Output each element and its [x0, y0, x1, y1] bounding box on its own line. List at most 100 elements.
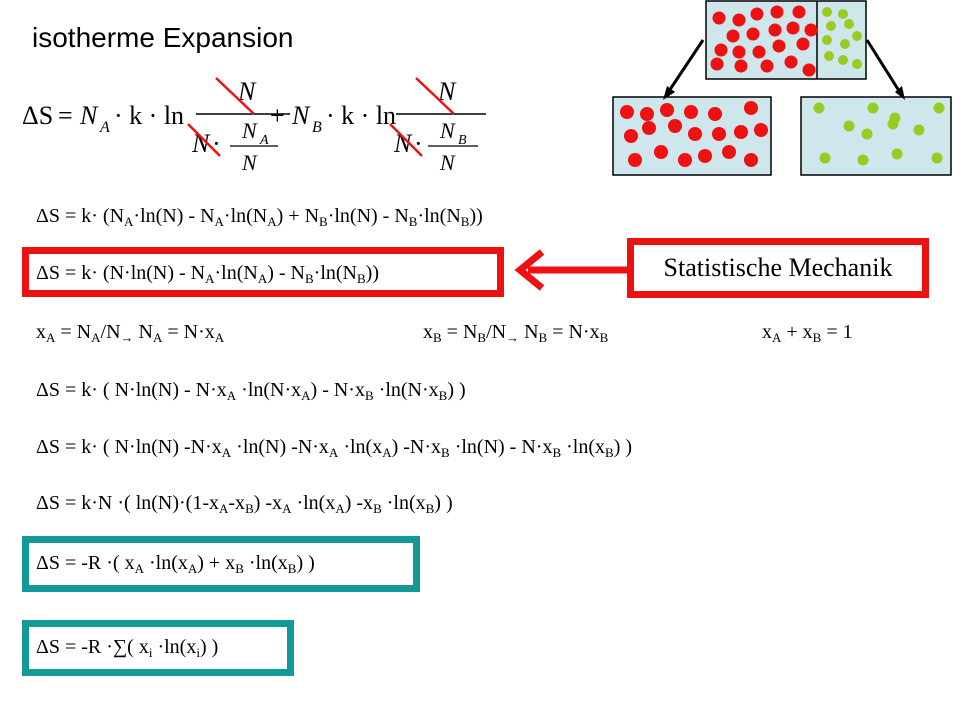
particle — [722, 145, 736, 159]
subscript: A — [282, 501, 292, 516]
particle — [891, 148, 903, 160]
eq-segment: ·ln(x — [338, 436, 383, 458]
entropy-formula: ΔS = N A · k · ln N N · N A N + N B · k … — [22, 77, 486, 175]
formula-delta-s: ΔS — [22, 101, 53, 130]
particle — [688, 127, 702, 141]
eq-segment: ·ln(N — [417, 205, 461, 227]
subscript: A — [134, 561, 144, 576]
strike-den-a — [187, 123, 221, 157]
particle — [772, 39, 786, 53]
formula-den-nb: N — [439, 118, 456, 143]
eq-segment: ) - N·x — [310, 379, 365, 401]
eq-line-4: ΔS = k· ( N·ln(N) - N·xA ·ln(N·xA) - N·x… — [36, 379, 466, 403]
particle — [744, 153, 758, 167]
eq-segment: ·ln(N·x — [236, 379, 302, 401]
arrow-left-red-icon — [514, 249, 628, 291]
arrow-left-head-icon — [663, 86, 675, 100]
eq-line-7: ΔS = -R ·( xA ·ln(xA) + xB ·ln(xB) ) — [36, 552, 315, 576]
subscript: B — [441, 445, 450, 460]
particle — [714, 43, 728, 57]
subscript: B — [460, 214, 470, 229]
particle — [852, 59, 862, 69]
particle — [843, 120, 855, 132]
formula-den-bottom-a: N — [241, 150, 258, 175]
eq-segment: ·ln(N·x — [373, 379, 439, 401]
particle — [796, 37, 810, 51]
eq-segment: ΔS = k·N ·( ln(N)·(1-x — [36, 492, 219, 514]
particle — [784, 55, 798, 69]
eq-segment: ) + N — [276, 205, 320, 227]
formula-dot-a: · — [212, 129, 221, 158]
subscript: A — [301, 388, 311, 403]
eq-segment: ΔS = k· (N — [36, 205, 125, 227]
formula-k-ln-a: · k · ln — [114, 101, 184, 130]
formula-na: N — [79, 101, 99, 130]
eq-line-3c: xA + xB = 1 — [762, 321, 853, 344]
subscript: A — [214, 214, 224, 229]
eq-segment: ) ) — [296, 552, 315, 574]
particle — [734, 59, 748, 73]
subscript: A — [124, 214, 134, 229]
arrow-left-line — [665, 39, 705, 95]
eq-segment: ·ln(N — [223, 205, 268, 227]
eq-segment: ΔS = k· ( N·ln(N) -N·x — [36, 436, 222, 458]
subscript: A — [328, 445, 339, 460]
formula-den-bottom-b: N — [439, 150, 456, 175]
eq-segment: ) ) — [613, 436, 633, 458]
formula-nb: N — [291, 101, 311, 130]
arrow-right-line — [865, 39, 903, 95]
particle — [668, 119, 682, 133]
particle — [734, 125, 748, 139]
eq-line-5: ΔS = k· ( N·ln(N) -N·xA ·ln(N) -N·xA ·ln… — [36, 436, 633, 460]
particle — [654, 145, 668, 159]
formula-plus: + — [270, 101, 285, 130]
particle — [838, 55, 848, 65]
eq-segment: N — [519, 321, 539, 343]
subscript: i — [148, 645, 153, 660]
eq-segment: ) + x — [197, 552, 236, 574]
formula-equals: = — [58, 101, 73, 130]
particle — [754, 123, 768, 137]
strike-num-a — [215, 77, 255, 115]
eq-segment: /N — [486, 321, 507, 343]
eq-segment: ) ) — [434, 492, 453, 514]
eq-segment: N — [133, 321, 153, 343]
formula-num-a: N — [237, 77, 257, 106]
particle — [710, 57, 724, 71]
eq-segment: + x — [781, 321, 813, 343]
eq-line-8: ΔS = -R ·∑( xi ·ln(xi) ) — [36, 637, 218, 660]
eq-line-6: ΔS = k·N ·( ln(N)·(1-xA-xB) -xA ·ln(xA) … — [36, 492, 453, 516]
formula-den-na: N — [241, 118, 258, 143]
eq-segment: ) ) — [447, 379, 466, 401]
subscript: B — [538, 330, 548, 345]
subscript: A — [335, 501, 345, 516]
subscript: B — [552, 445, 562, 460]
particles-bottom-b — [813, 102, 945, 166]
particle — [746, 27, 760, 41]
particle — [824, 51, 834, 61]
eq-segment: )) — [365, 262, 379, 284]
eq-segment: = N·x — [162, 321, 215, 343]
eq-segment: ·ln(x — [381, 492, 426, 514]
subscript: B — [408, 214, 418, 229]
particle — [768, 23, 782, 37]
formula-den-nb-sub: B — [458, 133, 467, 148]
particles-bottom-a — [620, 101, 768, 167]
eq-segment: ) -x — [344, 492, 374, 514]
particle — [933, 102, 945, 114]
subscript: A — [219, 501, 229, 516]
eq-segment: )) — [469, 205, 483, 227]
particle — [698, 149, 712, 163]
subscript: B — [433, 330, 442, 345]
eq-line-3a: xA = NA/N→ NA = N·xA — [36, 321, 224, 345]
formula-den-na-sub: A — [259, 133, 269, 148]
subscript: B — [235, 561, 244, 576]
eq-segment: x — [762, 321, 772, 343]
eq-segment: = N·x — [547, 321, 600, 343]
subscript: A — [91, 330, 101, 345]
subscript: B — [319, 214, 328, 229]
subscript: B — [599, 330, 609, 345]
eq-segment: x — [423, 321, 433, 343]
eq-segment: /N — [100, 321, 121, 343]
subscript: B — [364, 388, 374, 403]
